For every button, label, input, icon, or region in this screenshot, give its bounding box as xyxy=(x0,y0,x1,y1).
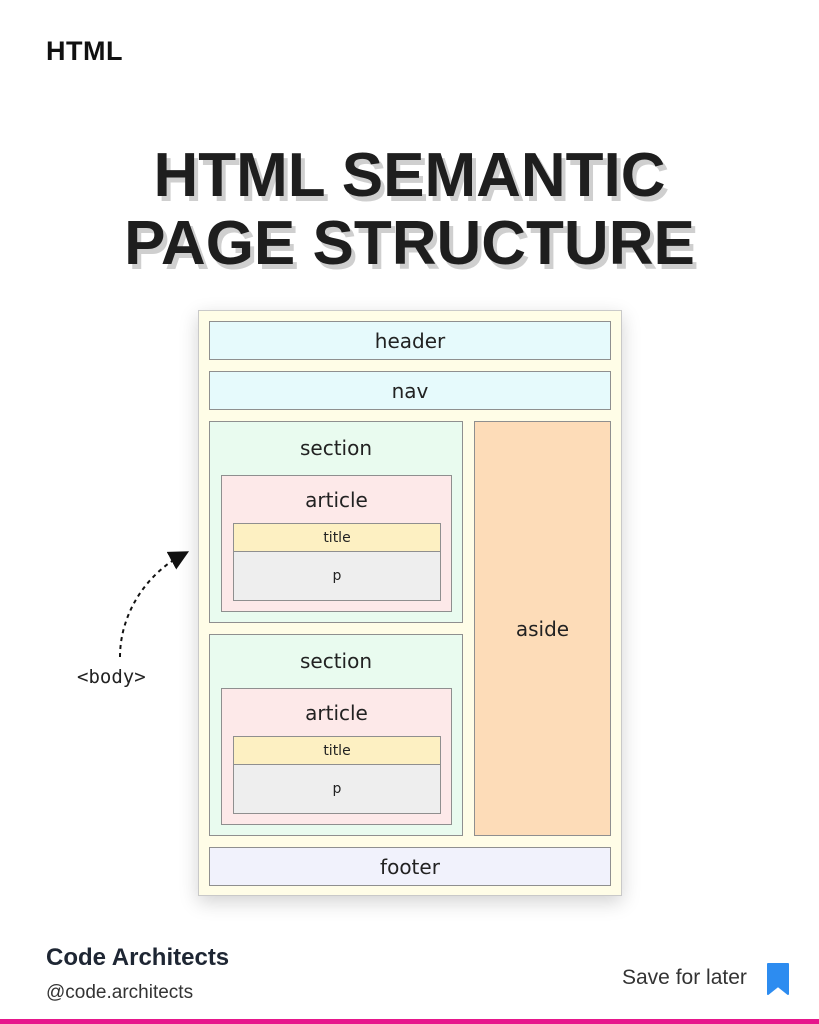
article-block: article title p xyxy=(221,688,452,825)
paragraph-block: p xyxy=(233,551,441,601)
article-label: article xyxy=(305,701,368,725)
paragraph-block: p xyxy=(233,764,441,814)
title-block: title xyxy=(233,736,441,765)
header-block: header xyxy=(209,321,611,360)
footer-block: footer xyxy=(209,847,611,886)
article-block: article title p xyxy=(221,475,452,612)
author-name: Code Architects xyxy=(46,944,230,971)
article-label: article xyxy=(305,488,368,512)
curved-arrow-icon xyxy=(119,551,190,658)
author-handle: @code.architects xyxy=(46,982,194,1003)
page-title: HTML SEMANTIC PAGE STRUCTURE xyxy=(0,142,819,278)
accent-bar xyxy=(0,1019,819,1024)
save-for-later-label[interactable]: Save for later xyxy=(622,966,747,989)
section-block: section article title p xyxy=(209,421,463,623)
title-block: title xyxy=(233,523,441,552)
nav-block: nav xyxy=(209,371,611,410)
section-label: section xyxy=(299,436,373,460)
body-diagram: header nav section article title p secti… xyxy=(198,310,622,896)
aside-block: aside xyxy=(474,421,611,836)
bookmark-icon[interactable] xyxy=(766,962,790,996)
page-title-line-1: HTML SEMANTIC xyxy=(153,141,666,210)
section-block: section article title p xyxy=(209,634,463,836)
body-tag-label: <body> xyxy=(77,666,146,688)
page-title-line-2: PAGE STRUCTURE xyxy=(124,209,695,278)
brand-tag: HTML xyxy=(46,36,123,66)
section-label: section xyxy=(299,649,373,673)
